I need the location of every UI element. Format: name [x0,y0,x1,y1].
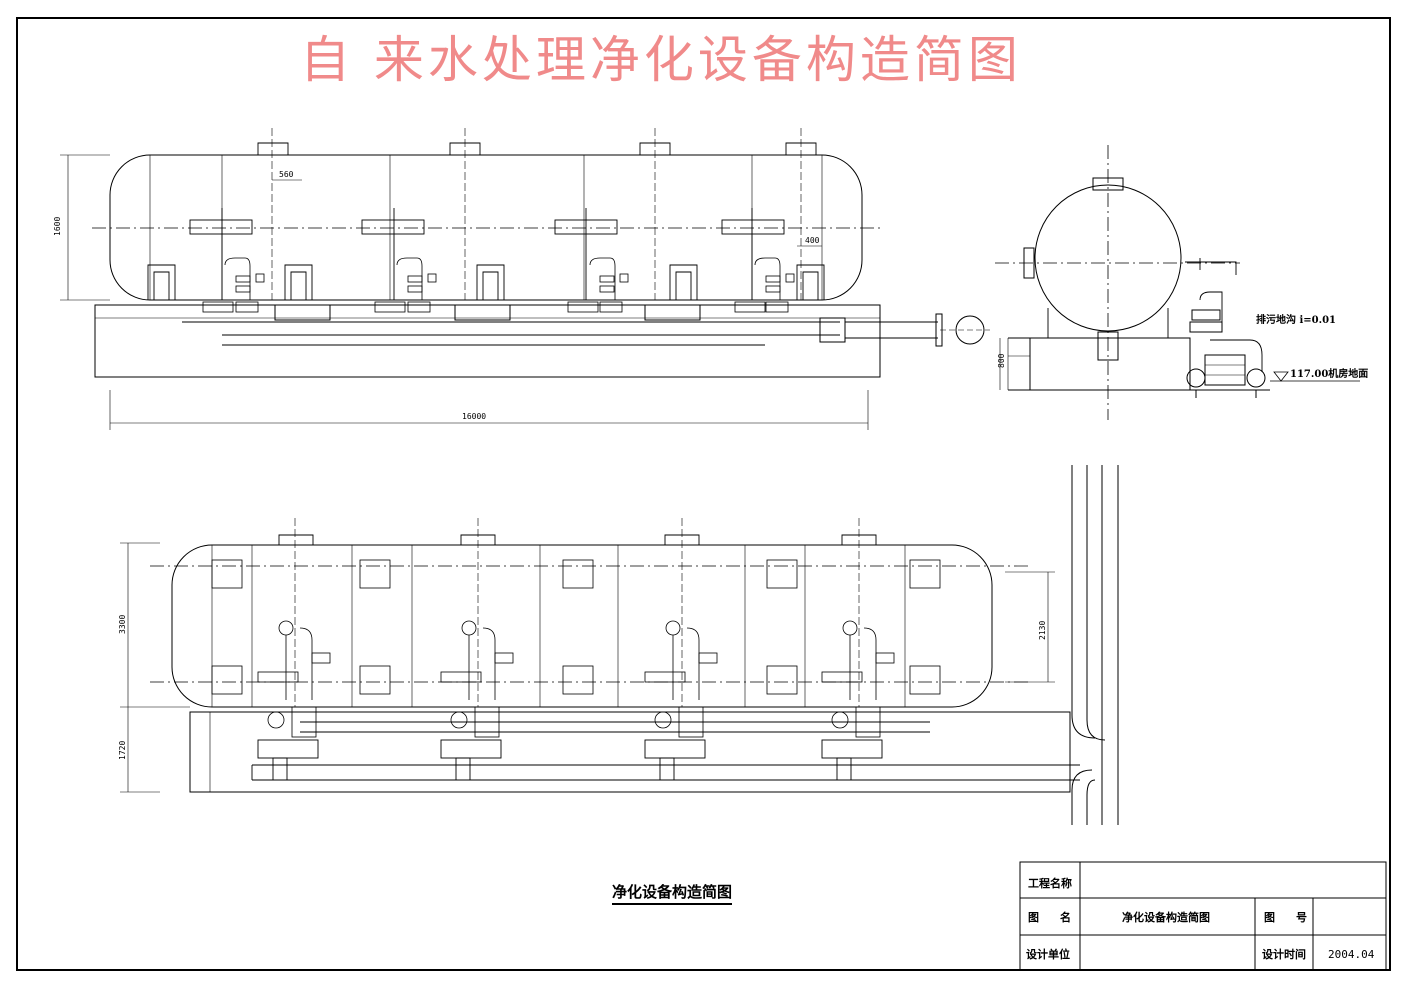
side-elevation [995,145,1360,420]
design-date-label: 设计时间 [1262,948,1306,961]
drawing-no-label-2: 号 [1296,911,1307,924]
project-name-label: 工程名称 [1028,877,1072,890]
drain-note: 排污地沟 i=0.01 [1256,315,1337,326]
drawing-name-label-1: 图 [1028,911,1039,924]
main-title: 自 来水处理净化设备构造简图 [300,31,1022,89]
drawing-name-value: 净化设备构造简图 [1122,911,1210,924]
sheet-border [16,17,1391,971]
dim-16000: 16000 [462,412,487,421]
drawing-no-label-1: 图 [1264,911,1275,924]
foundation-plan [189,711,1071,793]
design-unit-label: 设计单位 [1026,948,1070,961]
foundation-side [1029,337,1191,391]
plan-view [120,465,1119,825]
drawing-name-label-2: 名 [1060,911,1071,924]
dim-1720: 1720 [118,740,127,760]
dim-1600: 1600 [53,216,62,236]
front-elevation [60,128,990,430]
tank-shell-plan [171,544,993,708]
foundation-front [94,304,881,378]
tank-shell-front [109,154,863,301]
dim-400: 400 [805,236,820,245]
dim-3300: 3300 [118,614,127,634]
design-date-value: 2004.04 [1328,948,1375,961]
title-block [1019,861,1387,971]
dim-2130: 2130 [1038,620,1047,640]
dim-560: 560 [279,170,294,179]
floor-level-note: 117.00机房地面 [1290,369,1369,380]
drawing-subtitle: 净化设备构造简图 [612,881,733,905]
dim-800: 800 [997,353,1006,368]
